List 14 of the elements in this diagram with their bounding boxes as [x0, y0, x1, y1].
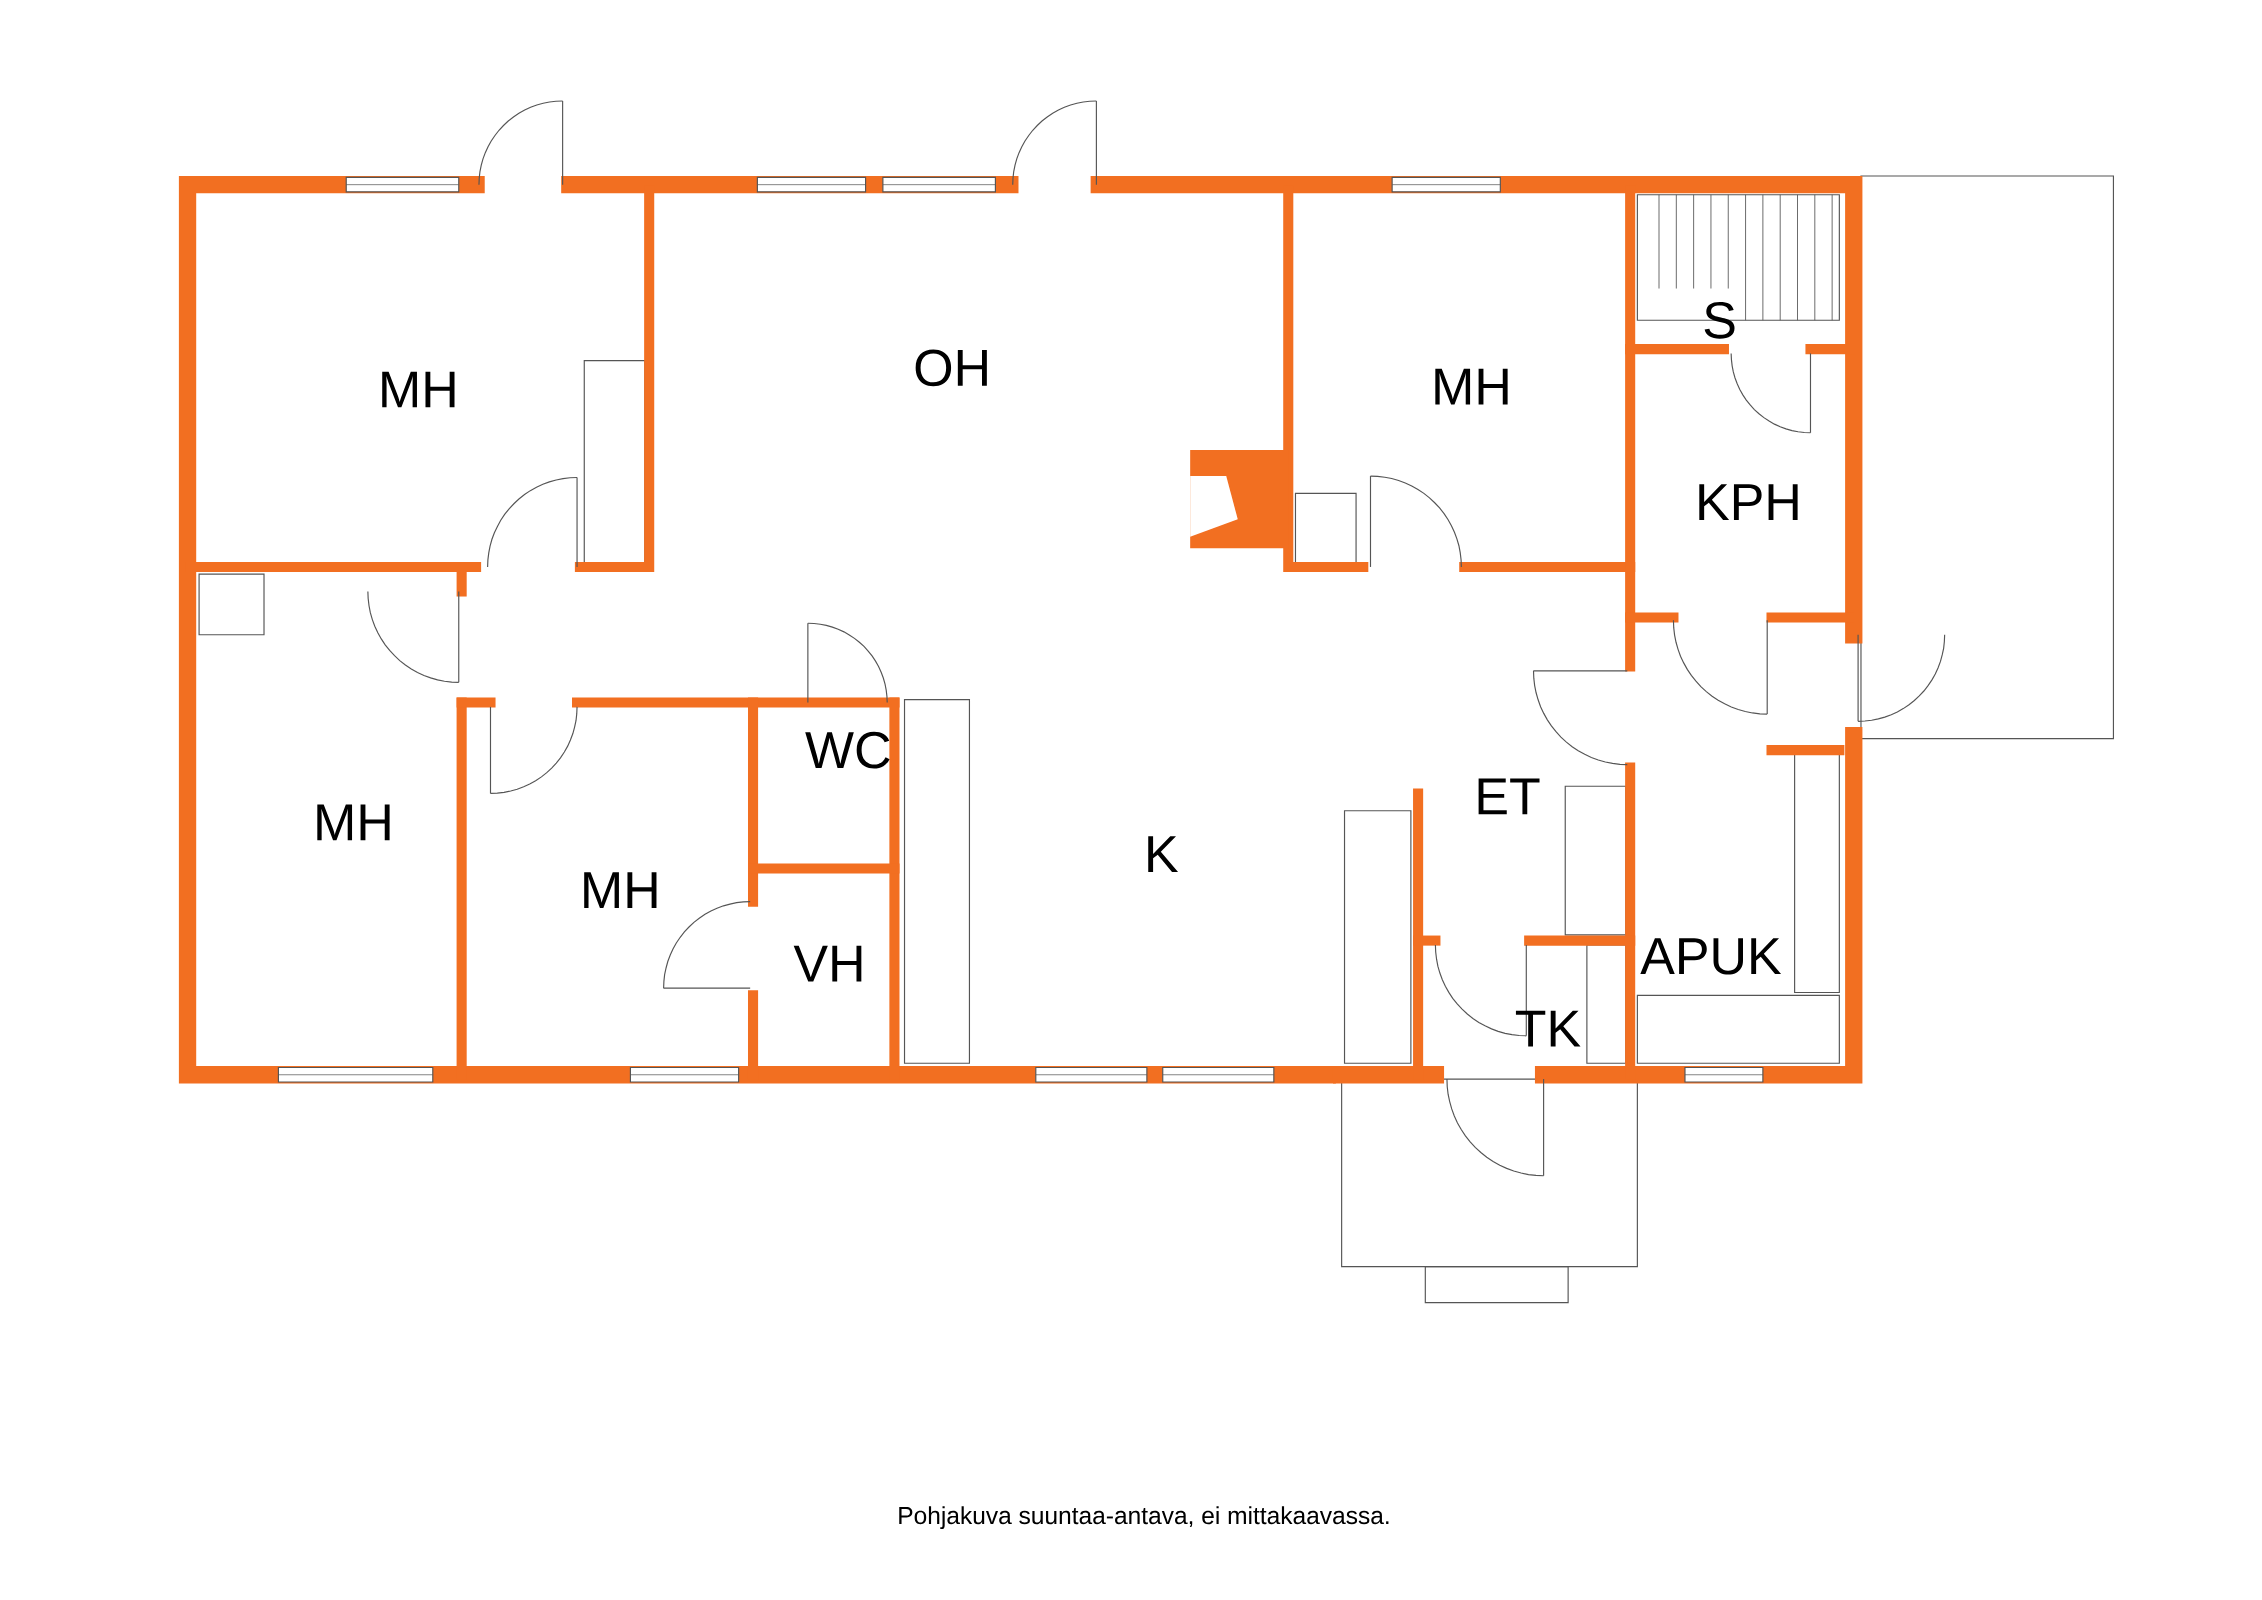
- room-label: ET: [1478, 778, 1540, 815]
- room-label: KPH: [1699, 484, 1798, 520]
- room-label: OH: [915, 349, 987, 387]
- room-label: MH: [317, 804, 390, 841]
- room-label: MH: [382, 371, 455, 408]
- room-label: S: [1704, 302, 1735, 339]
- room-label: WC: [805, 731, 890, 769]
- room-label: MH: [1435, 368, 1508, 405]
- room-label: VH: [793, 945, 862, 982]
- room-label: APUK: [1640, 938, 1782, 975]
- room-label: MH: [584, 872, 657, 909]
- room-label: TK: [1515, 1010, 1581, 1047]
- room-label: K: [1148, 836, 1179, 872]
- caption: Pohjakuva suuntaa-antava, ei mittakaavassa.: [899, 1506, 1389, 1530]
